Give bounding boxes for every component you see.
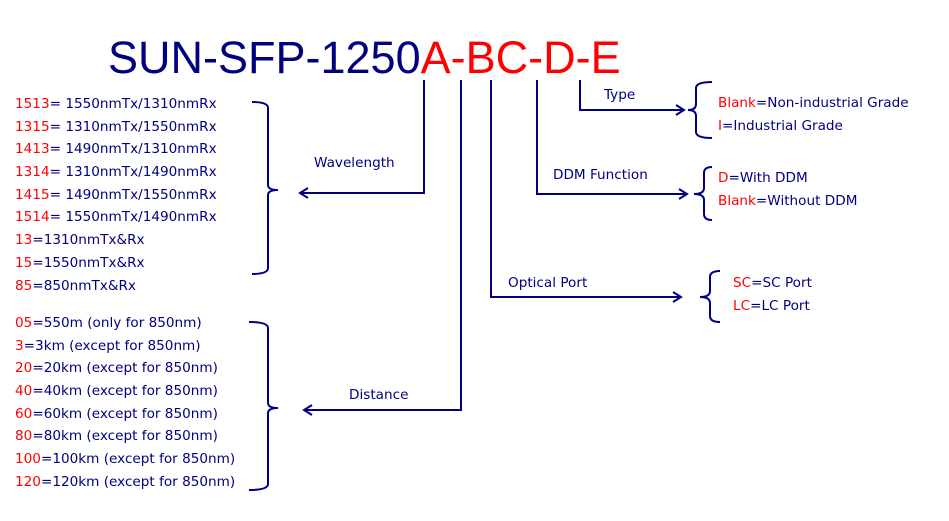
optical-port-item: LC=LC Port: [733, 297, 810, 314]
type-brace: [687, 81, 713, 139]
ddm-item: Blank=Without DDM: [718, 192, 858, 209]
distance-item: 100=100km (except for 850nm): [15, 451, 236, 468]
distance-item: 40=40km (except for 850nm): [15, 383, 218, 400]
distance-item: 120=120km (except for 850nm): [15, 473, 236, 490]
part-number-title: SUN-SFP-1250A-BC-D-E: [108, 30, 621, 86]
type-label: Type: [604, 87, 636, 103]
wavelength-item: 1314= 1310nmTx/1490nmRx: [15, 164, 217, 181]
wavelength-connector: [300, 80, 425, 194]
ddm-brace: [693, 166, 713, 221]
optical-port-connector: [490, 80, 681, 298]
wavelength-list: 1513= 1550nmTx/1310nmRx 1315= 1310nmTx/1…: [15, 93, 217, 297]
distance-item: 20=20km (except for 850nm): [15, 360, 218, 377]
wavelength-item: 1415= 1490nmTx/1550nmRx: [15, 186, 217, 203]
distance-connector: [304, 80, 462, 411]
part-number-suffix: A-BC-D-E: [420, 32, 621, 83]
ddm-connector: [536, 80, 687, 195]
distance-item: 60=60km (except for 850nm): [15, 405, 218, 422]
wavelength-item: 85=850nmTx&Rx: [15, 277, 136, 294]
optical-port-brace: [699, 270, 721, 323]
optical-port-list: SC=SC Port LC=LC Port: [733, 272, 812, 317]
wavelength-item: 15=1550nmTx&Rx: [15, 254, 145, 271]
wavelength-item: 1513= 1550nmTx/1310nmRx: [15, 96, 217, 112]
ddm-list: D=With DDM Blank=Without DDM: [718, 167, 857, 212]
distance-brace: [248, 321, 279, 491]
distance-label: Distance: [349, 387, 409, 403]
wavelength-arrowhead: [298, 187, 309, 199]
wavelength-label: Wavelength: [314, 155, 395, 171]
distance-arrowhead: [302, 404, 313, 416]
wavelength-item: 1514= 1550nmTx/1490nmRx: [15, 209, 217, 226]
type-item: I=Industrial Grade: [718, 117, 843, 134]
wavelength-brace: [251, 101, 279, 275]
part-number-prefix: SUN-SFP-1250: [108, 32, 421, 83]
distance-item: 05=550m (only for 850nm): [15, 315, 202, 331]
optical-port-arrowhead: [672, 291, 683, 303]
ddm-label: DDM Function: [553, 167, 648, 183]
type-arrowhead: [675, 104, 686, 116]
optical-port-label: Optical Port: [508, 275, 588, 291]
type-list: Blank=Non-industrial Grade I=Industrial …: [718, 92, 909, 137]
type-item: Blank=Non-industrial Grade: [718, 95, 909, 111]
ddm-item: D=With DDM: [718, 170, 808, 186]
optical-port-item: SC=SC Port: [733, 275, 812, 291]
distance-list: 05=550m (only for 850nm) 3=3km (except f…: [15, 312, 235, 494]
type-connector: [579, 80, 684, 111]
wavelength-item: 13=1310nmTx&Rx: [15, 232, 145, 249]
ddm-arrowhead: [678, 188, 689, 200]
distance-item: 3=3km (except for 850nm): [15, 337, 201, 354]
wavelength-item: 1413= 1490nmTx/1310nmRx: [15, 141, 217, 158]
distance-item: 80=80km (except for 850nm): [15, 428, 218, 445]
wavelength-item: 1315= 1310nmTx/1550nmRx: [15, 118, 217, 135]
